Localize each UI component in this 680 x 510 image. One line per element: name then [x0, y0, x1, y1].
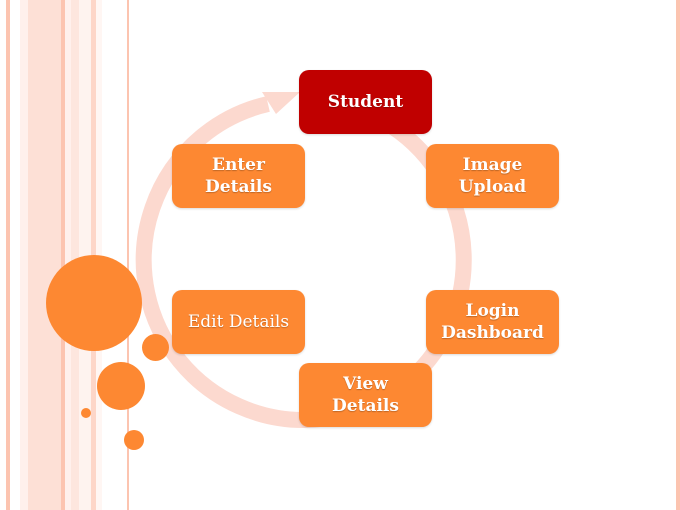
background-stripe: [20, 0, 28, 510]
decorative-circle-medium: [97, 362, 145, 410]
node-image-upload[interactable]: Image Upload: [426, 144, 559, 208]
cycle-arrowhead-icon: [262, 92, 300, 114]
node-enter-details[interactable]: Enter Details: [172, 144, 305, 208]
background-stripe: [28, 0, 61, 510]
node-student[interactable]: Student: [299, 70, 432, 134]
background-stripe: [127, 0, 129, 510]
decorative-circle-small: [124, 430, 144, 450]
node-login-dashboard[interactable]: Login Dashboard: [426, 290, 559, 354]
background-stripe: [6, 0, 10, 510]
background-stripe: [65, 0, 71, 510]
background-stripe: [676, 0, 680, 510]
decorative-circle-tiny: [81, 408, 91, 418]
decorative-circle-small: [142, 334, 169, 361]
decorative-circle-large: [46, 255, 142, 351]
background-stripe: [61, 0, 65, 510]
node-edit-details[interactable]: Edit Details: [172, 290, 305, 354]
background-stripe: [71, 0, 79, 510]
node-view-details[interactable]: View Details: [299, 363, 432, 427]
